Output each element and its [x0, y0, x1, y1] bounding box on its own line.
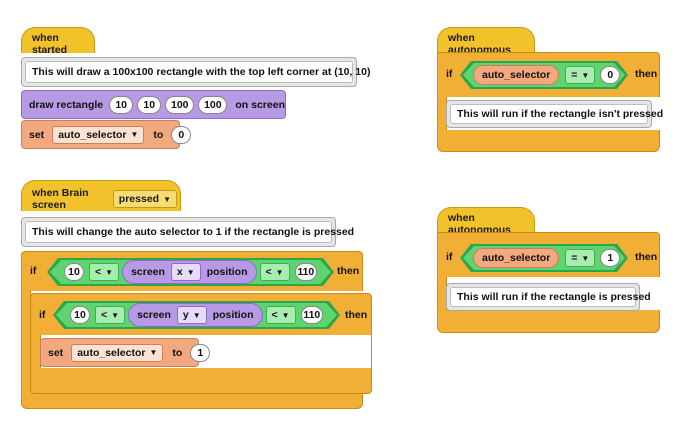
operator-dropdown[interactable]: < ▼: [266, 306, 296, 324]
set-label: set: [29, 128, 45, 141]
hat-label: when Brain screen: [32, 187, 89, 211]
comment-text[interactable]: This will run if the rectangle isn't pre…: [450, 104, 663, 124]
position-label: position: [212, 309, 254, 321]
on-screen-label: on screen: [235, 98, 285, 111]
axis-label: x: [176, 266, 183, 278]
chevron-down-icon: ▼: [275, 267, 284, 277]
comment-block[interactable]: This will run if the rectangle isn't pre…: [446, 100, 663, 128]
then-label: then: [345, 309, 368, 321]
range-condition[interactable]: 10 < ▼ screen x ▼ position < ▼ 110: [50, 260, 331, 284]
operator-label: <: [265, 266, 272, 278]
draw-rectangle-block[interactable]: draw rectangle 10 10 100 100 on screen: [21, 90, 286, 119]
then-label: then: [337, 265, 360, 277]
then-label: then: [635, 68, 658, 80]
height-input[interactable]: 100: [198, 95, 228, 114]
chevron-down-icon: ▼: [105, 267, 114, 277]
comment-block[interactable]: This will run if the rectangle is presse…: [446, 283, 651, 311]
variable-dropdown[interactable]: auto_selector ▼: [52, 125, 145, 144]
draw-rectangle-label: draw rectangle: [29, 98, 104, 111]
then-label: then: [635, 251, 658, 263]
axis-dropdown[interactable]: y ▼: [177, 306, 207, 324]
set-variable-block[interactable]: set auto_selector ▼ to 0: [21, 120, 192, 149]
operator-dropdown[interactable]: = ▼: [565, 249, 595, 267]
value-input[interactable]: 1: [190, 343, 211, 362]
operator-label: <: [95, 266, 102, 278]
value-input[interactable]: 0: [171, 125, 192, 144]
auto-selector-reporter[interactable]: auto_selector: [473, 65, 559, 85]
y-input[interactable]: 10: [137, 95, 162, 114]
chevron-down-icon: ▼: [581, 70, 590, 80]
if-label: if: [30, 265, 37, 277]
axis-label: y: [182, 309, 189, 321]
if-label: if: [446, 68, 453, 80]
comment-block[interactable]: This will change the auto selector to 1 …: [21, 217, 354, 247]
comment-text[interactable]: This will draw a 100x100 rectangle with …: [25, 61, 370, 83]
when-started-hat[interactable]: when started: [21, 27, 95, 56]
operator-label: =: [571, 252, 578, 264]
chevron-down-icon: ▼: [149, 348, 158, 357]
left-value-input[interactable]: 10: [64, 263, 84, 281]
screen-position-reporter[interactable]: screen x ▼ position: [122, 260, 256, 284]
screen-label: screen: [131, 266, 165, 278]
screen-position-reporter[interactable]: screen y ▼ position: [128, 303, 262, 327]
right-value-input[interactable]: 110: [301, 306, 323, 324]
chevron-down-icon: ▼: [186, 267, 195, 277]
when-autonomous-hat[interactable]: when autonomous: [437, 27, 535, 56]
operator-dropdown[interactable]: < ▼: [260, 263, 290, 281]
comment-block[interactable]: This will draw a 100x100 rectangle with …: [21, 57, 370, 87]
set-variable-block[interactable]: set auto_selector ▼ to 1: [40, 338, 211, 367]
chevron-down-icon: ▼: [581, 253, 590, 263]
auto-selector-reporter[interactable]: auto_selector: [473, 248, 559, 268]
equals-condition[interactable]: auto_selector = ▼ 1: [460, 244, 628, 272]
comment-text[interactable]: This will change the auto selector to 1 …: [25, 221, 354, 243]
when-brain-screen-hat[interactable]: when Brain screen pressed ▼: [21, 180, 181, 211]
operator-dropdown[interactable]: < ▼: [95, 306, 125, 324]
axis-dropdown[interactable]: x ▼: [171, 263, 201, 281]
left-value-input[interactable]: 10: [70, 306, 90, 324]
chevron-down-icon: ▼: [163, 194, 171, 204]
equals-inner[interactable]: auto_selector = ▼ 0: [463, 63, 625, 87]
set-label: set: [48, 346, 64, 359]
operator-dropdown[interactable]: = ▼: [565, 66, 595, 84]
chevron-down-icon: ▼: [111, 310, 120, 320]
variable-name: auto_selector: [58, 128, 127, 141]
comment-text[interactable]: This will run if the rectangle is presse…: [450, 287, 651, 307]
if-label: if: [39, 309, 46, 321]
chevron-down-icon: ▼: [130, 130, 139, 139]
if-label: if: [446, 251, 453, 263]
when-autonomous-hat[interactable]: when autonomous: [437, 207, 535, 236]
x-input[interactable]: 10: [109, 95, 134, 114]
width-input[interactable]: 100: [165, 95, 195, 114]
chevron-down-icon: ▼: [192, 310, 201, 320]
variable-dropdown[interactable]: auto_selector ▼: [71, 343, 164, 362]
value-input[interactable]: 1: [600, 249, 620, 267]
hat-label: when started: [32, 31, 68, 56]
operator-label: <: [101, 309, 108, 321]
screen-label: screen: [137, 309, 171, 321]
equals-inner[interactable]: auto_selector = ▼ 1: [463, 246, 625, 270]
equals-condition[interactable]: auto_selector = ▼ 0: [460, 61, 628, 89]
position-label: position: [206, 266, 248, 278]
value-input[interactable]: 0: [600, 66, 620, 84]
and-condition[interactable]: 10 < ▼ screen x ▼ position < ▼ 110: [47, 258, 334, 286]
event-option: pressed: [118, 193, 160, 205]
and-condition[interactable]: 10 < ▼ screen y ▼ position < ▼ 110: [53, 301, 340, 329]
right-value-input[interactable]: 110: [295, 263, 317, 281]
range-condition[interactable]: 10 < ▼ screen y ▼ position < ▼ 110: [56, 303, 337, 327]
variable-name: auto_selector: [77, 346, 146, 359]
to-label: to: [172, 346, 183, 359]
operator-dropdown[interactable]: < ▼: [89, 263, 119, 281]
chevron-down-icon: ▼: [281, 310, 290, 320]
operator-label: =: [571, 69, 578, 81]
operator-label: <: [271, 309, 278, 321]
to-label: to: [153, 128, 164, 141]
event-dropdown[interactable]: pressed ▼: [112, 190, 177, 208]
